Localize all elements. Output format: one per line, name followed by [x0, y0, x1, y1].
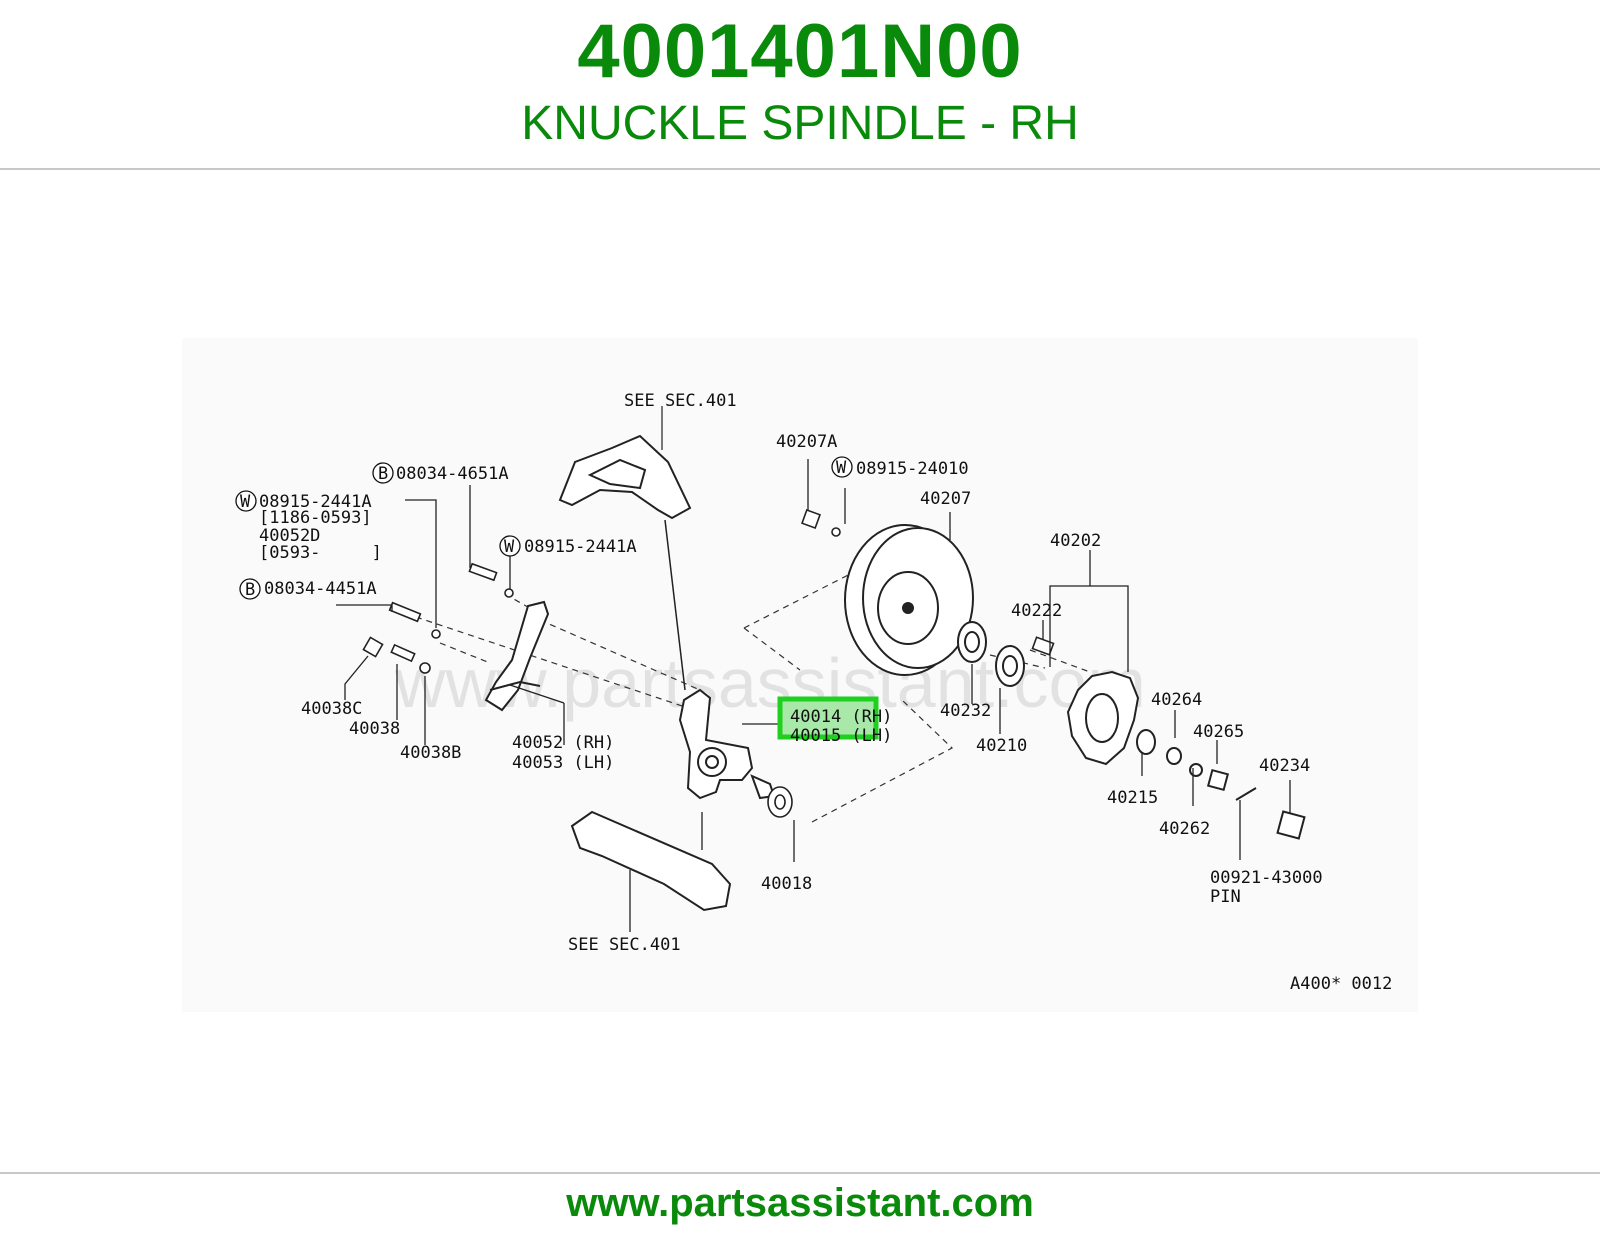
- footer-divider: [0, 1172, 1600, 1174]
- brake-disc-drawing: [844, 524, 974, 676]
- label-w-08915-24010[interactable]: 08915-24010: [856, 459, 969, 479]
- label-40215[interactable]: 40215: [1107, 788, 1158, 808]
- label-range-1186-0593: [1186-0593]: [259, 508, 372, 528]
- label-40052D[interactable]: 40052D: [259, 526, 320, 546]
- badge-bolt-mid: B: [239, 578, 261, 600]
- badge-washer-right: W: [831, 456, 853, 478]
- hub-and-bearings-drawing: [957, 621, 1306, 840]
- selected-part-highlight[interactable]: [777, 696, 879, 740]
- label-40265[interactable]: 40265: [1193, 722, 1244, 742]
- see-sec-top-label[interactable]: SEE SEC.401: [624, 391, 737, 411]
- label-40038B[interactable]: 40038B: [400, 743, 461, 763]
- part-number-title: 4001401N00: [577, 9, 1023, 94]
- label-40052-rh[interactable]: 40052 (RH): [512, 733, 614, 753]
- label-40264[interactable]: 40264: [1151, 690, 1202, 710]
- hardware-drawings: [362, 509, 1055, 818]
- diagram-panel: [182, 338, 1418, 1012]
- callout-labels: SEE SEC.401 08034-4651A 08915-2441A [118…: [259, 391, 1392, 994]
- footer-website-link[interactable]: www.partsassistant.com: [566, 1181, 1034, 1225]
- steering-arm-drawing: [484, 600, 565, 745]
- label-40202[interactable]: 40202: [1050, 531, 1101, 551]
- label-40015-lh[interactable]: 40015 (LH): [790, 726, 892, 746]
- knuckle-spindle-drawing: [678, 688, 778, 800]
- label-40207[interactable]: 40207: [920, 489, 971, 509]
- header-divider: [0, 168, 1600, 170]
- label-40234[interactable]: 40234: [1259, 756, 1310, 776]
- badge-bolt-top: B: [372, 462, 394, 484]
- upper-arm-drawing: [558, 434, 692, 691]
- drawing-code: A400* 0012: [1290, 974, 1392, 994]
- label-40018[interactable]: 40018: [761, 874, 812, 894]
- label-w-08915-2441A-mid[interactable]: 08915-2441A: [524, 537, 637, 557]
- lower-arm-drawing: [570, 810, 732, 932]
- label-40222[interactable]: 40222: [1011, 601, 1062, 621]
- label-b-08034-4451A[interactable]: 08034-4451A: [264, 579, 377, 599]
- svg-text:W: W: [240, 492, 251, 512]
- label-b-08034-4651A[interactable]: 08034-4651A: [396, 464, 509, 484]
- see-sec-bottom-label[interactable]: SEE SEC.401: [568, 935, 681, 955]
- label-40014-rh[interactable]: 40014 (RH): [790, 707, 892, 727]
- label-pin: PIN: [1210, 887, 1241, 907]
- label-40262[interactable]: 40262: [1159, 819, 1210, 839]
- part-name-subtitle: KNUCKLE SPINDLE - RH: [521, 97, 1079, 150]
- label-40053-lh[interactable]: 40053 (LH): [512, 753, 614, 773]
- label-40232[interactable]: 40232: [940, 701, 991, 721]
- leader-lines: [336, 459, 1291, 862]
- page-header: 4001401N00 KNUCKLE SPINDLE - RH: [0, 0, 1600, 168]
- label-00921-43000[interactable]: 00921-43000: [1210, 868, 1323, 888]
- label-w-08915-2441A-top[interactable]: 08915-2441A: [259, 492, 372, 512]
- label-range-0593: [0593- ]: [259, 543, 382, 563]
- svg-text:B: B: [245, 580, 255, 600]
- svg-text:W: W: [836, 458, 847, 478]
- svg-text:W: W: [504, 537, 515, 557]
- label-40210[interactable]: 40210: [976, 736, 1027, 756]
- badge-washer-top: W: [235, 490, 257, 512]
- label-40207A[interactable]: 40207A: [776, 432, 837, 452]
- svg-text:B: B: [378, 464, 388, 484]
- badge-washer-mid: W: [499, 535, 521, 557]
- label-40038[interactable]: 40038: [349, 719, 400, 739]
- label-40038C[interactable]: 40038C: [301, 699, 362, 719]
